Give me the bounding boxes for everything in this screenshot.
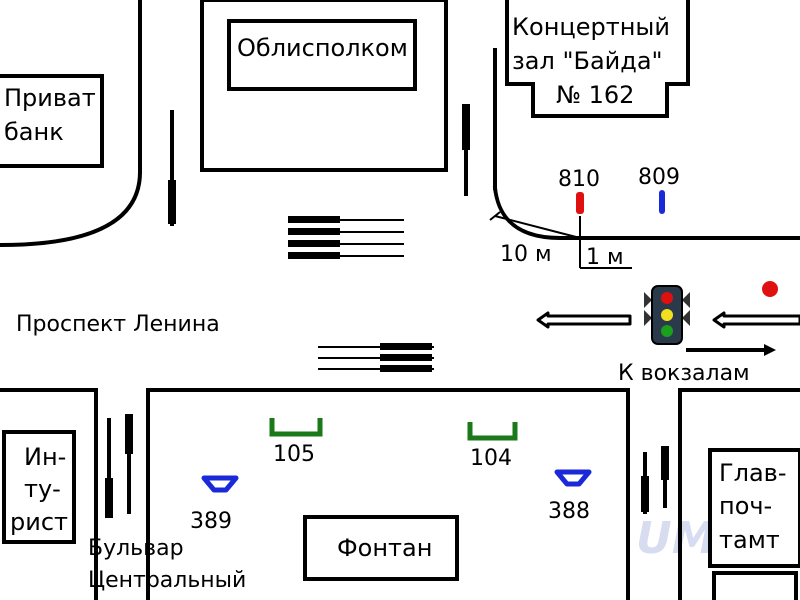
stop-388-icon [554, 469, 592, 487]
road-edge [0, 169, 143, 248]
intourist-label-1: Ин- [24, 443, 66, 471]
stop-388-label: 388 [548, 499, 590, 524]
oblispolkom-label: Облисполком [237, 34, 408, 62]
crosswalk-boulevard [105, 414, 133, 518]
distance-marker-10m [489, 211, 632, 269]
bus-stop-105-icon [269, 418, 323, 437]
privatbank-label-2: банк [4, 118, 64, 146]
concert-hall-label-3: № 162 [556, 81, 634, 109]
boulevard-label-1: Бульвар [88, 536, 184, 561]
road-edge [492, 185, 800, 240]
fountain-label: Фонтан [337, 534, 432, 562]
bus-stop-104-label: 104 [470, 446, 512, 471]
crosswalk-right [641, 446, 669, 514]
crosswalk-prospect-lower [318, 343, 434, 372]
concert-hall-label-1: Концертный [512, 13, 670, 41]
glavpochtamt-label-3: тамт [719, 526, 780, 554]
left-arrow-icon [536, 311, 632, 329]
building-glavpochtamt: Глав- поч- тамт [708, 448, 800, 600]
prospect-label: Проспект Ленина [16, 312, 220, 337]
stop-red-dot [762, 281, 778, 297]
stop-809-marker [659, 190, 665, 214]
to-station-label: К вокзалам [618, 361, 750, 386]
bus-stop-105-label: 105 [273, 442, 315, 467]
right-arrow-icon [764, 344, 776, 356]
fountain: Фонтан [303, 515, 459, 581]
privatbank-label-1: Приват [4, 84, 96, 112]
distance-10m-label: 10 м [500, 242, 552, 267]
stop-809-label: 809 [638, 165, 680, 190]
intourist-label-3: рист [10, 508, 68, 536]
building-privatbank: Приват банк [0, 74, 104, 168]
glavpochtamt-label-2: поч- [719, 492, 772, 520]
concert-hall-label-2: зал "Байда" [512, 47, 663, 75]
direction-arrows [536, 311, 800, 356]
left-arrow-icon [712, 311, 800, 329]
crosswalk-prospect-upper [288, 216, 404, 259]
building-concert-hall: Концертный зал "Байда" № 162 [505, 0, 690, 118]
traffic-light-icon [644, 285, 690, 345]
stop-389-icon [201, 475, 239, 493]
stop-810-marker [576, 192, 584, 214]
distance-1m-label: 1 м [586, 245, 624, 270]
stop-389-label: 389 [190, 509, 232, 534]
glavpochtamt-label-1: Глав- [719, 459, 787, 487]
crosswalk-top-right [462, 104, 470, 196]
crosswalk-top-left [168, 110, 176, 226]
bus-stop-104-icon [467, 422, 518, 441]
building-oblispolkom: Облисполком [200, 0, 448, 172]
boulevard-label-2: Центральный [88, 568, 246, 593]
stop-810-label: 810 [558, 167, 600, 192]
intourist-label-2: ту- [24, 475, 61, 503]
building-intourist: Ин- ту- рист [2, 430, 76, 544]
